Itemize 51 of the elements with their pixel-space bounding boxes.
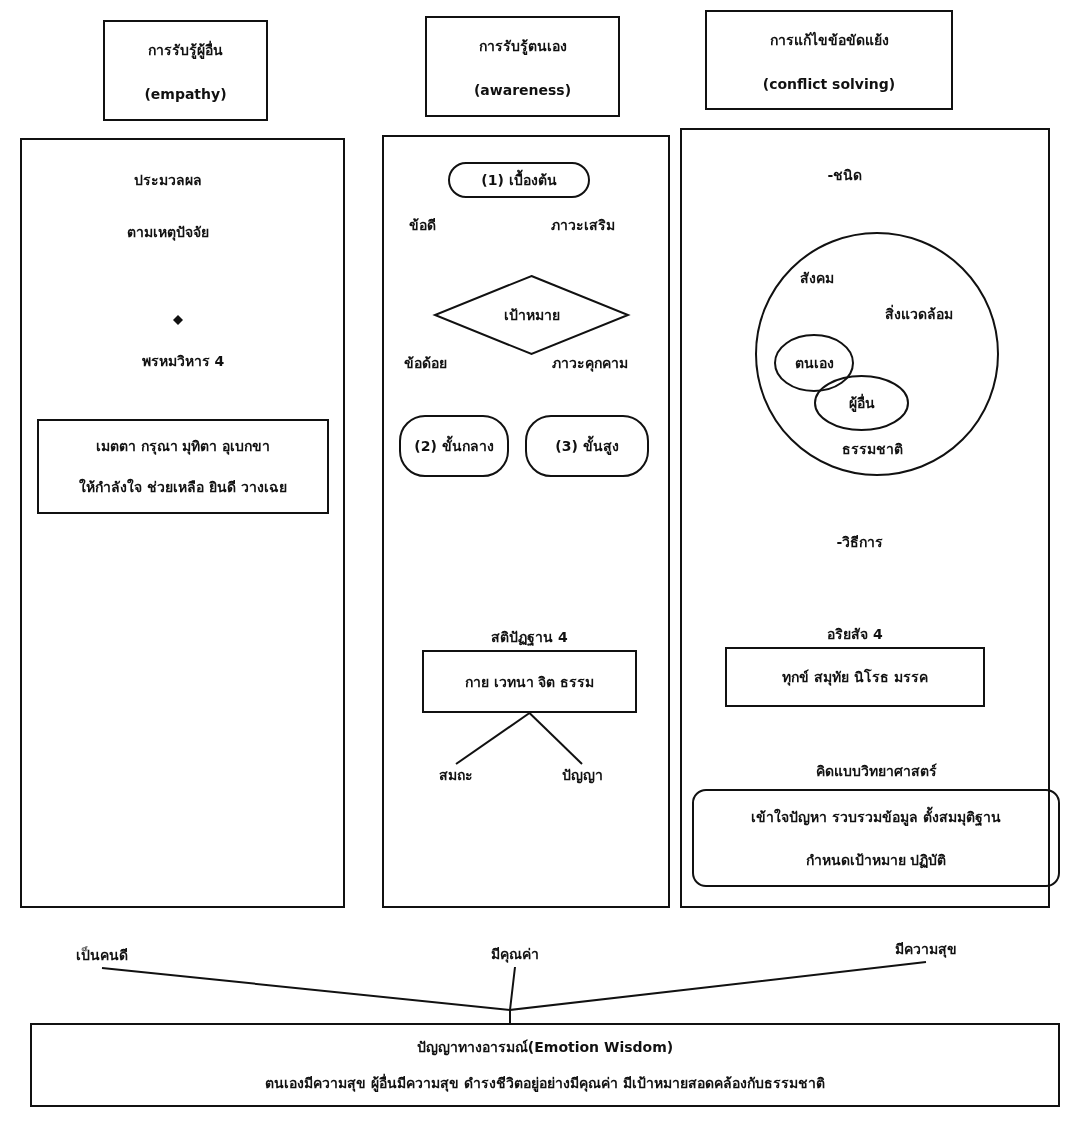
label-text: ข้อด้อย <box>403 354 447 373</box>
label-text: -ชนิด <box>827 166 863 185</box>
box-text: กาย เวทนา จิต ธรรม <box>464 672 595 692</box>
panel <box>382 135 670 908</box>
heading-text: คิดแบบวิทยาศาสตร์ <box>815 762 937 781</box>
node-text: มีความสุข <box>884 938 968 962</box>
shape-text: ธรรมชาติ <box>841 440 903 459</box>
panel <box>20 138 345 908</box>
shape-text: สิ่งแวดล้อม <box>885 303 953 324</box>
label-text: ภาวะเสริม <box>551 216 615 235</box>
rounded-box <box>525 415 649 477</box>
box-text: (2) ขั้นกลาง <box>414 435 494 457</box>
connector-line <box>528 712 583 765</box>
node-text: มีคุณค่า <box>482 943 548 967</box>
box-text: ให้กำลังใจ ช่วยเหลือ ยินดี วางเฉย <box>79 477 287 498</box>
box-text: การแก้ไขข้อขัดแย้ง <box>769 30 889 50</box>
header-box <box>425 16 620 117</box>
box-text: (conflict solving) <box>762 75 896 92</box>
box-text: เข้าใจปัญหา รวบรวมข้อมูล ตั้งสมมุติฐาน <box>751 805 1001 828</box>
box-text: (awareness) <box>473 82 572 99</box>
label-text: ข้อดี <box>408 216 436 235</box>
box-text: ทุกข์ สมุทัย นิโรธ มรรค <box>782 667 928 688</box>
box-text: (1) เบื้องต้น <box>481 169 557 191</box>
shape-text: ตนเอง <box>794 354 834 373</box>
heading-text: พรหมวิหาร 4 <box>141 352 225 371</box>
box-text: (3) ขั้นสูง <box>555 435 619 457</box>
label-text: ตามเหตุปัจจัย <box>127 223 209 243</box>
header-box <box>705 10 953 110</box>
box-text: (empathy) <box>144 86 227 103</box>
node-text: สมถะ <box>426 764 486 788</box>
shape-text: ผู้อื่น <box>848 392 875 414</box>
summary-box <box>30 1023 1060 1107</box>
header-box <box>103 20 268 121</box>
shape-text: เป้าหมาย <box>503 306 560 325</box>
label-text: ประมวลผล <box>134 171 202 190</box>
rounded-box <box>448 162 590 198</box>
label-text: ภาวะคุกคาม <box>552 354 628 374</box>
box-text: ตนเองมีความสุข ผู้อื่นมีความสุข ดำรงชีวิตอยู่อย่างมีคุณค่า มีเป้าหมายสอดคล้องกับธรรมชาติ <box>265 1072 825 1094</box>
label-text: -วิธีการ <box>836 533 884 552</box>
box-text: กำหนดเป้าหมาย ปฏิบัติ <box>805 850 947 871</box>
rounded-box <box>399 415 509 477</box>
node-text: เป็นคนดี <box>62 944 142 968</box>
connector-line <box>455 712 531 765</box>
box-text: การรับรู้ตนเอง <box>478 36 567 57</box>
box-text: การรับรู้ผู้อื่น <box>148 39 223 61</box>
node-text: ปัญญา <box>550 764 614 788</box>
heading-text: อริยสัจ 4 <box>827 625 883 644</box>
heading-text: สติปัฏฐาน 4 <box>491 628 568 648</box>
box-text: เมตตา กรุณา มุทิตา อุเบกขา <box>95 436 271 457</box>
shape-text: สังคม <box>800 269 834 288</box>
box-text: ปัญญาทางอารมณ์(Emotion Wisdom) <box>416 1038 674 1058</box>
